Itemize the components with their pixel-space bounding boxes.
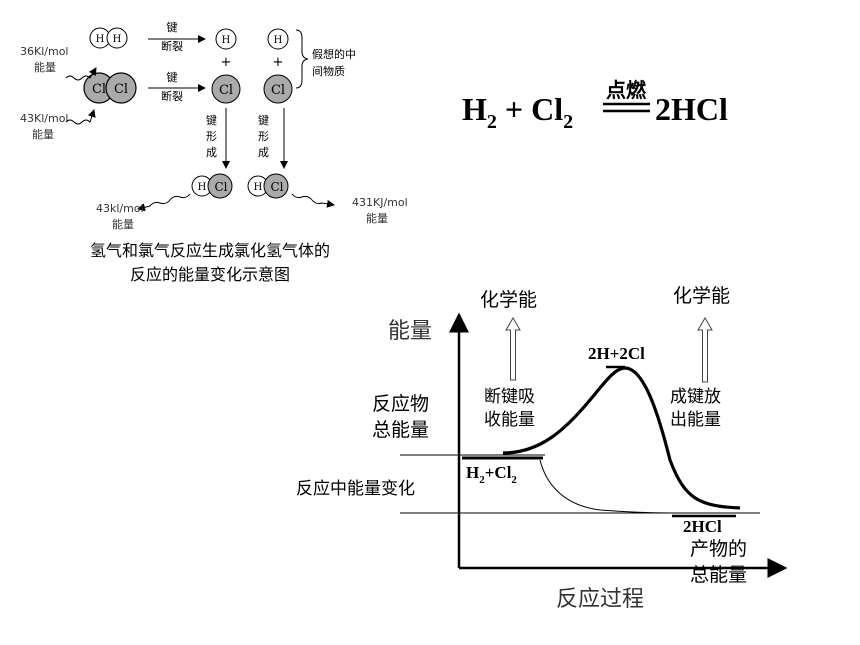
eq-plus-cl: + Cl: [497, 91, 563, 127]
product-total-1: 产物的: [690, 538, 747, 560]
svg-text:+: +: [273, 55, 284, 70]
y-axis-label: 能量: [388, 319, 432, 344]
product-total-2: 总能量: [690, 564, 747, 586]
svg-text:+: +: [221, 55, 232, 70]
reactant-species: H2+Cl2: [466, 463, 517, 486]
svg-text:H: H: [96, 34, 105, 45]
svg-text:H2 + Cl2: H2 + Cl2: [462, 91, 573, 133]
reaction-equation: H2 + Cl2 点燃 2HCl: [462, 78, 728, 133]
svg-text:Cl: Cl: [219, 83, 233, 98]
svg-text:Cl: Cl: [271, 83, 285, 98]
energy-in-cl2-value: 43Kl/mol: [20, 112, 68, 125]
energy-in-cl2-wave: [65, 109, 96, 125]
eq-h: H: [462, 91, 487, 127]
hcl-molecule-2: H Cl: [247, 173, 289, 199]
cl2-molecule: Cl Cl: [83, 72, 137, 104]
svg-text:Cl: Cl: [214, 180, 227, 194]
svg-text:Cl: Cl: [114, 82, 128, 97]
svg-text:Cl: Cl: [270, 180, 283, 194]
x-axis-label: 反应过程: [556, 587, 644, 612]
reactant-total-1: 反应物: [372, 393, 429, 415]
chem-energy-arrow-left: [505, 317, 521, 381]
energy-in-cl2-unit: 能量: [32, 127, 54, 141]
hcl-molecule-1: H Cl: [191, 173, 233, 199]
eq-h-sub: 2: [487, 111, 497, 133]
energy-in-h2-value: 36Kl/mol: [20, 45, 68, 58]
bond-form-text-1: 成键放: [670, 387, 721, 407]
energy-change-label: 反应中能量变化: [296, 479, 415, 499]
eq-cl-sub: 2: [563, 111, 573, 133]
bond-form-label-2b: 形: [258, 130, 269, 143]
h2-molecule: H H: [89, 27, 128, 49]
svg-text:H: H: [274, 35, 283, 46]
chem-energy-arrow-right: [697, 317, 713, 383]
energy-in-h2-unit: 能量: [34, 60, 56, 74]
product-species: 2HCl: [683, 517, 722, 536]
intermediate-label-2: 间物质: [312, 64, 345, 78]
bond-break-label-1a: 键: [167, 20, 178, 34]
bond-break-label-2b: 断裂: [161, 89, 183, 103]
transition-label: 2H+2Cl: [588, 344, 645, 363]
energy-out-2-value: 431KJ/mol: [352, 196, 408, 209]
energy-curve-main: [502, 366, 741, 510]
diagram-caption-line2: 反应的能量变化示意图: [130, 265, 290, 284]
energy-out-1-unit: 能量: [112, 217, 134, 231]
intermediate-label-1: 假想的中: [312, 47, 356, 61]
eq-condition: 点燃: [606, 78, 647, 102]
energy-out-1-value: 43kl/mol: [96, 202, 144, 215]
diagram-caption-line1: 氢气和氯气反应生成氯化氢气体的: [90, 241, 330, 260]
energy-in-h2-wave: [65, 67, 97, 81]
svg-text:H: H: [113, 34, 122, 45]
svg-text:H: H: [222, 35, 231, 46]
energy-out-wave-1: [137, 193, 191, 212]
energy-out-wave-2: [291, 193, 335, 208]
energy-curve-thin: [539, 459, 691, 514]
atoms-column-2: H + Cl: [263, 28, 293, 104]
bond-form-label-1c: 成: [206, 146, 217, 159]
bond-form-label-2c: 成: [258, 146, 269, 159]
bond-energy-diagram: H H Cl Cl 36Kl/mol 能量 43Kl/mol 能量 键 断裂 键…: [20, 20, 408, 284]
bond-break-text-1: 断键吸: [484, 387, 535, 407]
svg-text:Cl: Cl: [92, 82, 106, 97]
chem-energy-right: 化学能: [673, 285, 730, 307]
energy-profile: 能量 反应过程 化学能 化学能 2H+2Cl 断键吸 收能量 成键放 出能量 反…: [296, 285, 788, 612]
bond-break-label-1b: 断裂: [161, 39, 183, 53]
intermediate-brace: [295, 29, 309, 89]
bond-break-label-2a: 键: [167, 70, 178, 84]
bond-form-label-1a: 键: [206, 113, 217, 127]
bond-break-text-2: 收能量: [484, 410, 535, 430]
svg-text:H: H: [198, 182, 207, 193]
bond-form-text-2: 出能量: [670, 410, 721, 430]
svg-text:H: H: [254, 182, 263, 193]
atoms-column-1: H + Cl: [211, 28, 241, 104]
energy-out-2-unit: 能量: [366, 211, 388, 225]
chem-energy-left: 化学能: [480, 289, 537, 311]
reactant-total-2: 总能量: [372, 419, 429, 441]
bond-form-label-2a: 键: [258, 113, 269, 127]
eq-product: 2HCl: [655, 91, 728, 127]
bond-form-label-1b: 形: [206, 130, 217, 143]
